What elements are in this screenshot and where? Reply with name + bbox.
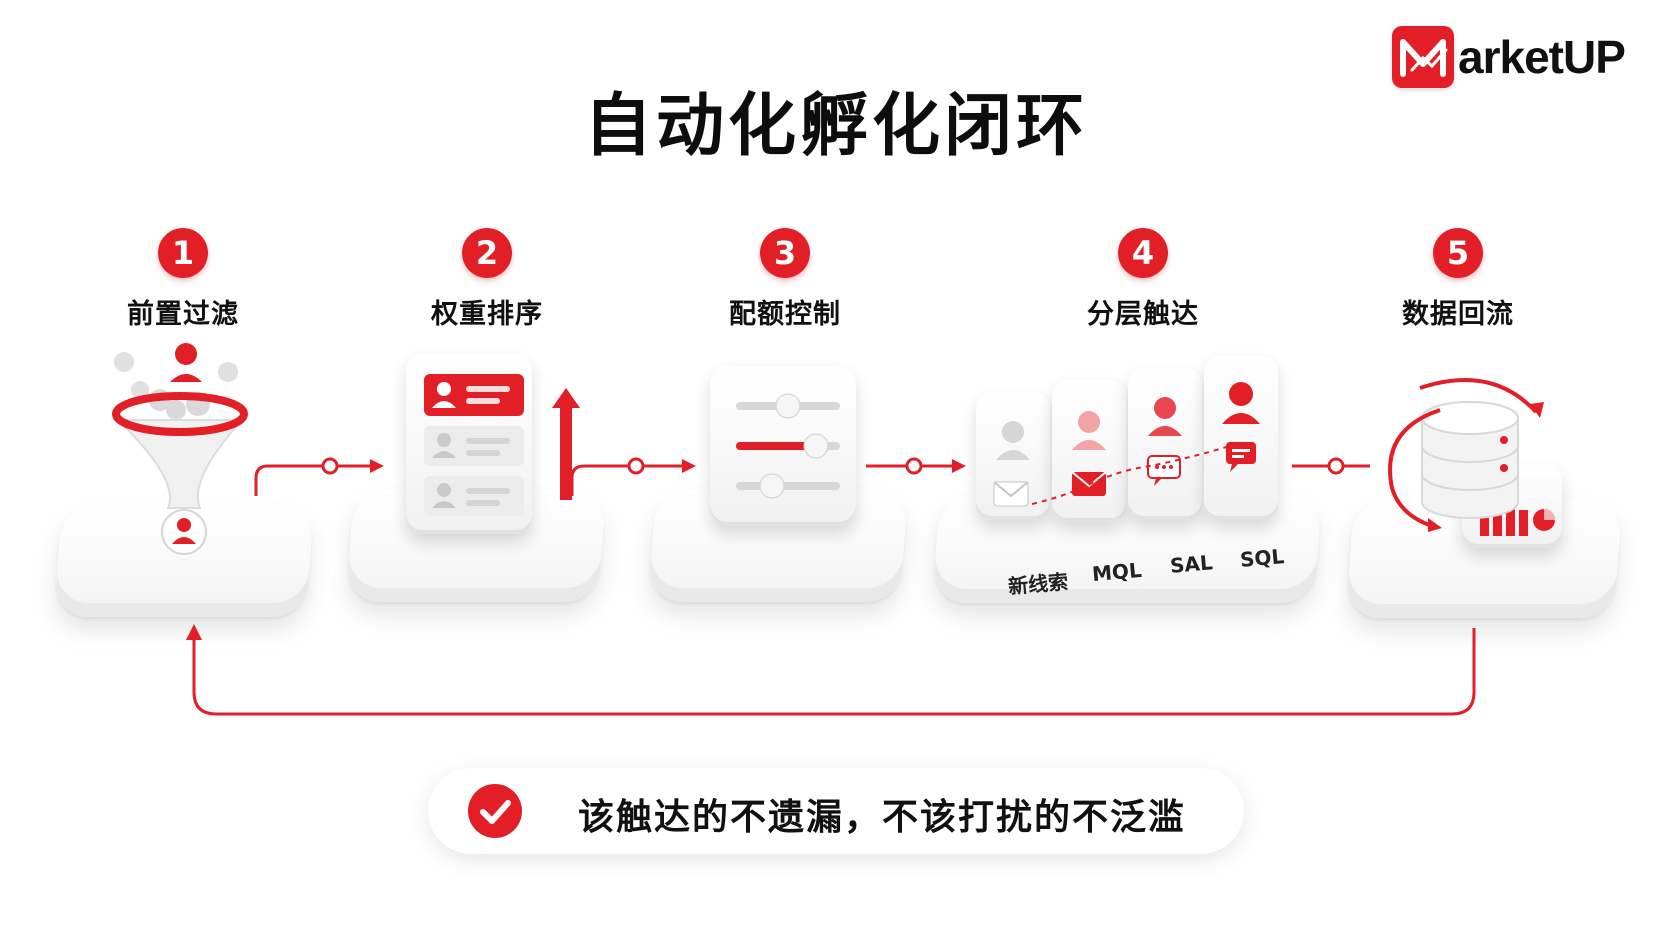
step-2-badge: 2	[462, 228, 512, 278]
tier-card-new-lead	[976, 392, 1050, 520]
tier-flow-dotted-line	[1031, 445, 1231, 505]
step-5-badge: 5	[1433, 228, 1483, 278]
funnel-icon	[112, 343, 248, 555]
step-4-label: 分层触达	[1087, 299, 1199, 330]
connector-3-4	[866, 457, 966, 475]
step-2-label: 权重排序	[431, 299, 543, 330]
tier-card-sql	[1204, 356, 1278, 520]
brand-logo: arketUP	[1392, 24, 1626, 90]
slider-controls-icon	[710, 366, 856, 526]
summary-text: 该触达的不遗漏，不该打扰的不泛滥	[578, 797, 1187, 838]
ranking-list-icon	[406, 354, 532, 534]
check-icon	[468, 784, 522, 838]
tier-card-mql	[1052, 380, 1126, 522]
logo-m-icon	[1392, 26, 1454, 88]
connector-1-2	[254, 457, 384, 496]
step-1-badge: 1	[158, 228, 208, 278]
summary-banner: 该触达的不遗漏，不该打扰的不泛滥	[428, 768, 1244, 854]
logo-text: arketUP	[1458, 31, 1626, 83]
step-3-label: 配额控制	[729, 299, 841, 330]
tier-card-sal	[1128, 368, 1202, 520]
step-1-label: 前置过滤	[127, 299, 239, 330]
rank-up-arrow-icon	[552, 388, 580, 500]
step-5-label: 数据回流	[1402, 299, 1514, 330]
step-4-badge: 4	[1118, 228, 1168, 278]
database-sync-icon	[1388, 378, 1544, 532]
step-3-badge: 3	[760, 228, 810, 278]
page-title: 自动化孵化闭环	[583, 87, 1088, 166]
connector-2-3	[570, 457, 696, 496]
feedback-loop-line	[186, 624, 1476, 716]
connector-4-5	[1292, 457, 1370, 475]
